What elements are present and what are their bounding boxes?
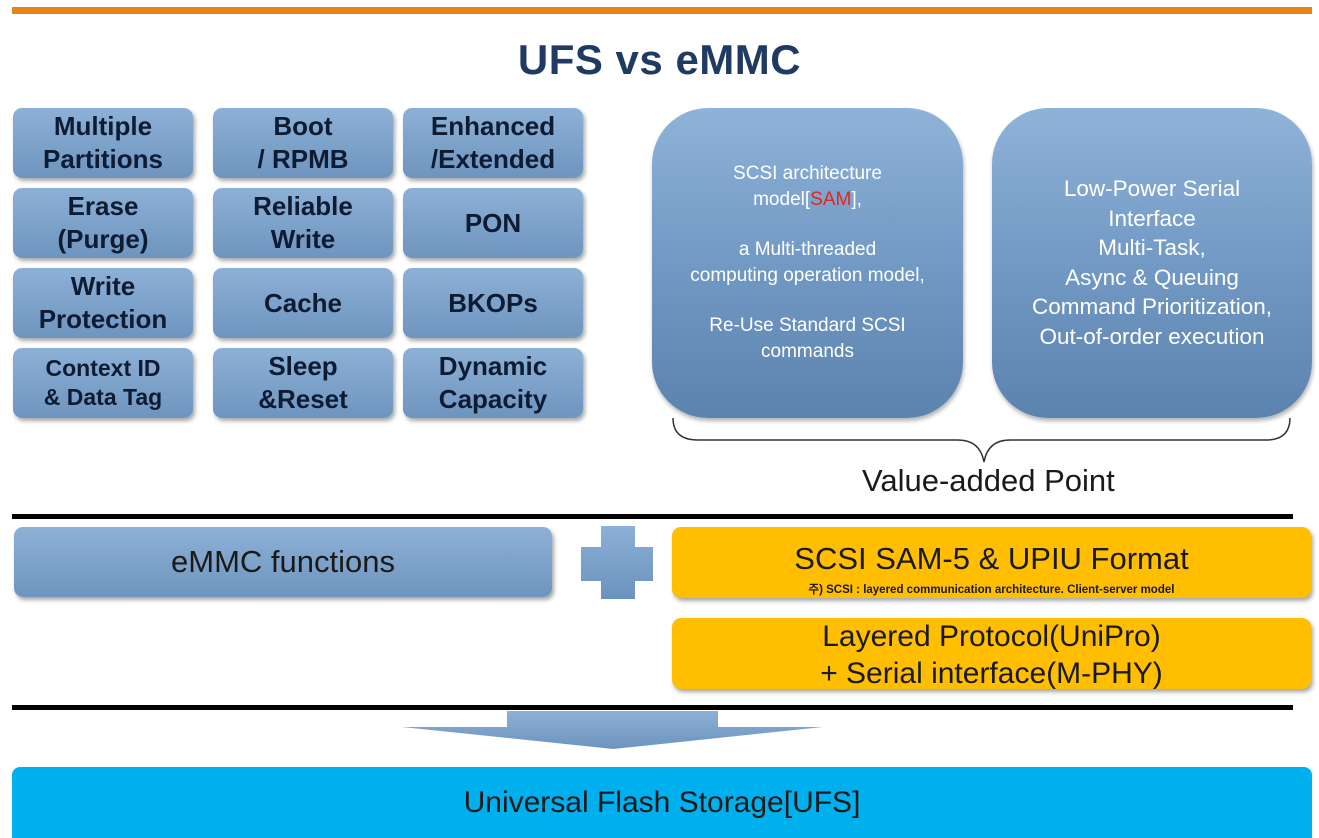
ufs-bar: Universal Flash Storage[UFS] (12, 767, 1312, 838)
value-box-2-line: Async & Queuing (1065, 264, 1239, 290)
value-box-1-line: a Multi-threaded (738, 239, 877, 260)
feature-cache: Cache (213, 268, 393, 338)
scsi-footnote: 주) SCSI : layered communication architec… (808, 584, 1175, 596)
value-box-2-line: Interface (1108, 205, 1196, 231)
feature-enhanced-extended: Enhanced /Extended (403, 108, 583, 178)
upper-divider (12, 514, 1293, 519)
value-box-2-line: Multi-Task, (1098, 235, 1206, 261)
protocol-line: Layered Protocol(UniPro) (822, 620, 1161, 653)
plus-icon (581, 526, 653, 599)
feature-dynamic-capacity: Dynamic Capacity (403, 348, 583, 418)
value-box-2-line: Low-Power Serial (1063, 176, 1241, 201)
scsi-value-box: SCSI architecture model[SAM], a Multi-th… (652, 108, 963, 418)
value-box-1-line: commands (761, 341, 854, 362)
header-accent-bar (12, 7, 1312, 14)
scsi-box-label: SCSI SAM-5 & UPIU Format (794, 541, 1189, 576)
sam-highlight: SAM (810, 189, 852, 210)
value-box-1-line: Re-Use Standard SCSI (709, 315, 906, 336)
feature-reliable-write: Reliable Write (213, 188, 393, 258)
value-box-1-line: SCSI architecture (733, 163, 882, 184)
scsi-sam5-upiu-box: SCSI SAM-5 & UPIU Format 주) SCSI : layer… (672, 527, 1311, 598)
lower-divider (12, 705, 1293, 710)
value-box-1-line: model[SAM], (753, 189, 862, 210)
value-box-2-line: Command Prioritization, (1031, 294, 1273, 320)
feature-bkops: BKOPs (403, 268, 583, 338)
low-power-value-box: Low-Power Serial Interface Multi-Task, A… (992, 108, 1312, 418)
feature-boot-rpmb: Boot / RPMB (213, 108, 393, 178)
emmc-functions-box: eMMC functions (14, 527, 552, 597)
value-added-point-label: Value-added Point (862, 463, 1115, 498)
feature-multiple-partitions: Multiple Partitions (13, 108, 193, 178)
protocol-line: + Serial interface(M-PHY) (820, 657, 1163, 690)
down-arrow-icon (402, 711, 823, 749)
page-title: UFS vs eMMC (517, 36, 802, 83)
value-box-2-line: Out-of-order execution (1039, 323, 1265, 349)
feature-sleep-reset: Sleep &Reset (213, 348, 393, 418)
feature-pon: PON (403, 188, 583, 258)
feature-context-id-data-tag: Context ID & Data Tag (13, 348, 193, 418)
layered-protocol-box: Layered Protocol(UniPro) + Serial interf… (672, 618, 1311, 690)
value-brace (672, 417, 1291, 463)
value-box-1-line: computing operation model, (690, 265, 925, 286)
feature-write-protection: Write Protection (13, 268, 193, 338)
feature-erase-purge: Erase (Purge) (13, 188, 193, 258)
